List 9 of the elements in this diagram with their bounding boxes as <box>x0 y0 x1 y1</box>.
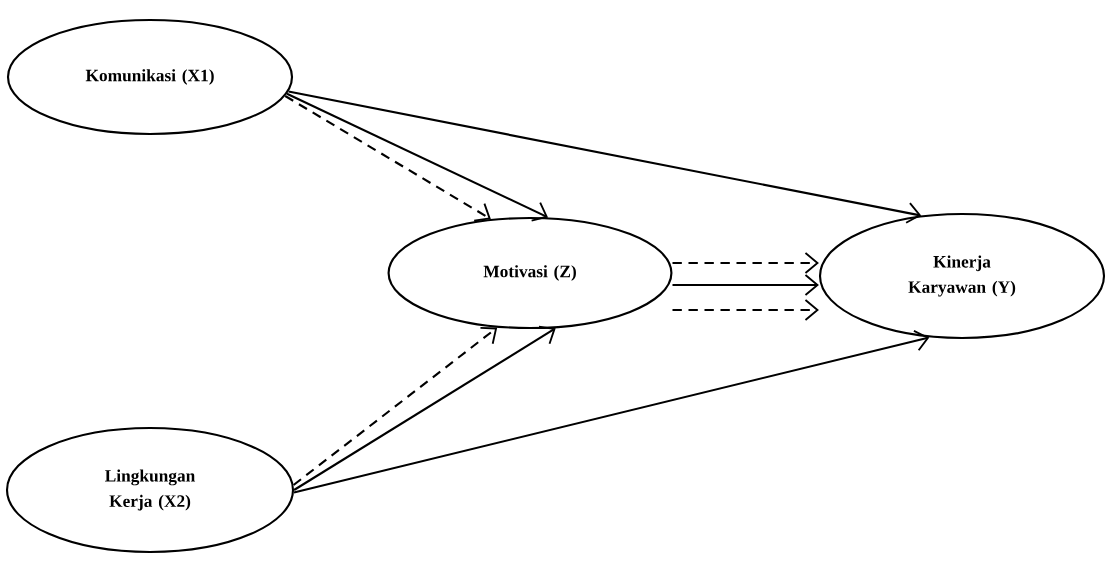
arrow <box>293 325 556 491</box>
arrow <box>672 299 819 321</box>
arrow <box>672 274 819 296</box>
arrow <box>284 95 491 222</box>
arrow <box>672 252 819 274</box>
arrow <box>288 90 922 224</box>
arrow <box>286 92 549 222</box>
arrow <box>293 329 930 494</box>
arrow <box>292 326 498 486</box>
